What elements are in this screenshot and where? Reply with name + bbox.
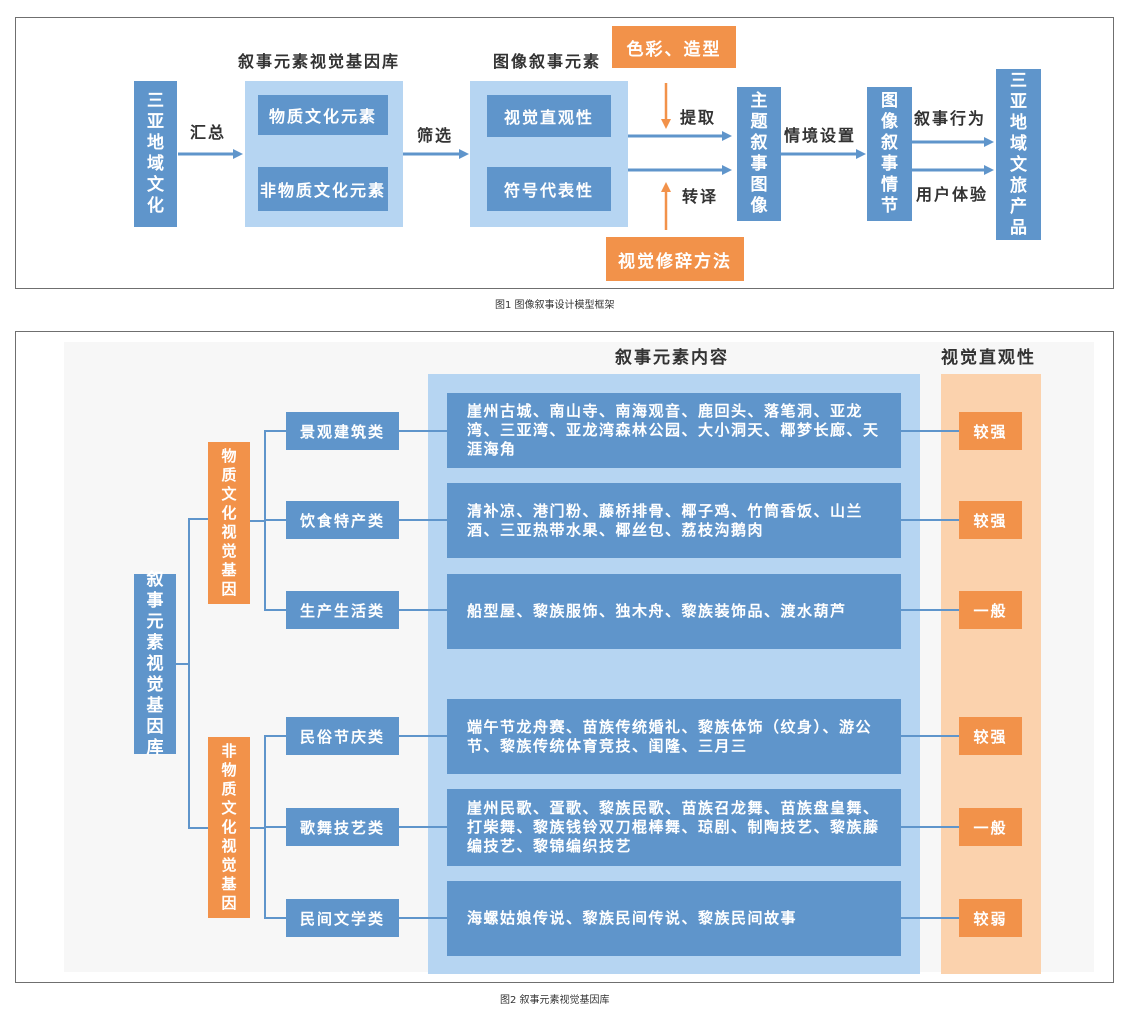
branch-line (264, 735, 286, 737)
category-folk-literature: 民间文学类 (286, 899, 399, 937)
category-performing-arts: 歌舞技艺类 (286, 808, 399, 846)
gene-item-intangible: 非物质文化元素 (258, 167, 388, 211)
branch-line (264, 826, 286, 828)
branch-line (264, 609, 286, 611)
rating-festival: 较强 (959, 717, 1022, 755)
filter-label: 筛选 (417, 126, 454, 145)
root-trunk (188, 518, 190, 828)
content-connector (399, 735, 449, 737)
rating-daily-life: 一般 (959, 591, 1022, 629)
rating-connector (901, 917, 959, 919)
narrative-item-symbolic: 符号代表性 (487, 167, 611, 211)
rating-folk-literature: 较弱 (959, 899, 1022, 937)
content-food: 清补凉、港门粉、藤桥排骨、椰子鸡、竹筒香饭、山兰酒、三亚热带水果、椰丝包、荔枝沟… (447, 483, 901, 558)
scenario-label: 情境设置 (784, 126, 857, 145)
color-shape-box: 色彩、造型 (612, 26, 736, 68)
group-1-out (250, 520, 266, 522)
intuitive-header: 视觉直观性 (941, 348, 1036, 368)
intuitive-panel (941, 374, 1041, 974)
figure-1-frame: 三亚地域文化 汇总 叙事元素视觉基因库 物质文化元素 非物质文化元素 筛选 图像… (15, 17, 1114, 289)
collect-label: 汇总 (190, 123, 227, 142)
rating-connector (901, 609, 959, 611)
content-daily-life: 船型屋、黎族服饰、独木舟、黎族装饰品、渡水葫芦 (447, 574, 901, 649)
product-box: 三亚地域文旅产品 (996, 69, 1041, 240)
branch-line (264, 430, 286, 432)
gene-library-title: 叙事元素视觉基因库 (238, 52, 401, 71)
theme-image-box: 主题叙事图像 (737, 87, 781, 221)
category-landscape: 景观建筑类 (286, 412, 399, 450)
rating-connector (901, 826, 959, 828)
category-food: 饮食特产类 (286, 501, 399, 539)
narrative-elements-title: 图像叙事元素 (493, 52, 602, 71)
content-performing-arts: 崖州民歌、疍歌、黎族民歌、苗族召龙舞、苗族盘皇舞、打柴舞、黎族钱铃双刀棍棒舞、琼… (447, 789, 901, 866)
figure-2-frame: 叙事元素内容 视觉直观性 叙事元素视觉基因库 物质文化视觉基因 非物质文化视觉基… (15, 331, 1114, 983)
group-material: 物质文化视觉基因 (208, 442, 250, 604)
rating-landscape: 较强 (959, 412, 1022, 450)
figure-1-caption: 图1 图像叙事设计模型框架 (495, 300, 615, 311)
root-box: 叙事元素视觉基因库 (134, 570, 176, 758)
extract-label: 提取 (680, 108, 717, 127)
content-folk-literature: 海螺姑娘传说、黎族民间传说、黎族民间故事 (447, 881, 901, 956)
content-connector (399, 826, 449, 828)
content-connector (399, 917, 449, 919)
content-connector (399, 430, 449, 432)
narrative-behavior-label: 叙事行为 (914, 109, 987, 128)
figure-1-arrows (178, 83, 994, 230)
group-intangible: 非物质文化视觉基因 (208, 737, 250, 918)
content-landscape: 崖州古城、南山寺、南海观音、鹿回头、落笔洞、亚龙湾、三亚湾、亚龙湾森林公园、大小… (447, 393, 901, 468)
user-experience-label: 用户体验 (916, 185, 989, 204)
source-box: 三亚地域文化 (134, 81, 177, 227)
figure-2-caption: 图2 叙事元素视觉基因库 (500, 995, 610, 1006)
rhetoric-box: 视觉修辞方法 (606, 237, 744, 281)
group-2-out (250, 827, 266, 829)
rating-connector (901, 430, 959, 432)
branch-line (264, 519, 286, 521)
category-daily-life: 生产生活类 (286, 591, 399, 629)
gene-item-material: 物质文化元素 (258, 95, 388, 135)
group-2-connector (188, 827, 208, 829)
narrative-item-intuitive: 视觉直观性 (487, 95, 611, 137)
content-connector (399, 519, 449, 521)
group-1-connector (188, 518, 208, 520)
content-panel (428, 374, 920, 974)
rating-connector (901, 519, 959, 521)
content-connector (399, 609, 449, 611)
category-festival: 民俗节庆类 (286, 717, 399, 755)
content-header: 叙事元素内容 (615, 348, 729, 368)
branch-line (264, 917, 286, 919)
rating-connector (901, 735, 959, 737)
root-connector (176, 663, 190, 665)
content-festival: 端午节龙舟赛、苗族传统婚礼、黎族体饰（纹身）、游公节、黎族传统体育竞技、闺隆、三… (447, 699, 901, 774)
plot-box: 图像叙事情节 (867, 87, 912, 221)
rating-performing-arts: 一般 (959, 808, 1022, 846)
translate-label: 转译 (682, 187, 719, 206)
rating-food: 较强 (959, 501, 1022, 539)
